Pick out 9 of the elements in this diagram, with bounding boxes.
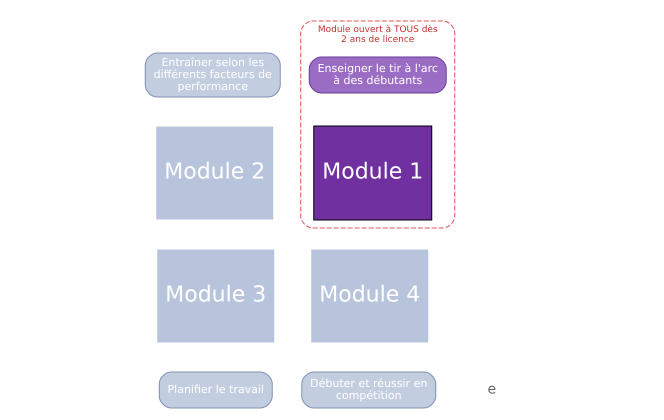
node-box: Débuter et réussir en compétition xyxy=(301,371,436,408)
node-box: Module 2 xyxy=(155,125,274,220)
node-box: Module 4 xyxy=(310,248,430,343)
node-box: Entraîner selon les différents facteurs de performance xyxy=(144,52,281,97)
node-box: Enseigner le tir à l'arc à des débutants xyxy=(308,56,447,93)
node-box: Planifier le travail xyxy=(158,371,273,408)
label: e xyxy=(487,381,496,398)
node-box: Module 3 xyxy=(156,248,276,343)
node-box: Module 1 xyxy=(313,125,432,220)
